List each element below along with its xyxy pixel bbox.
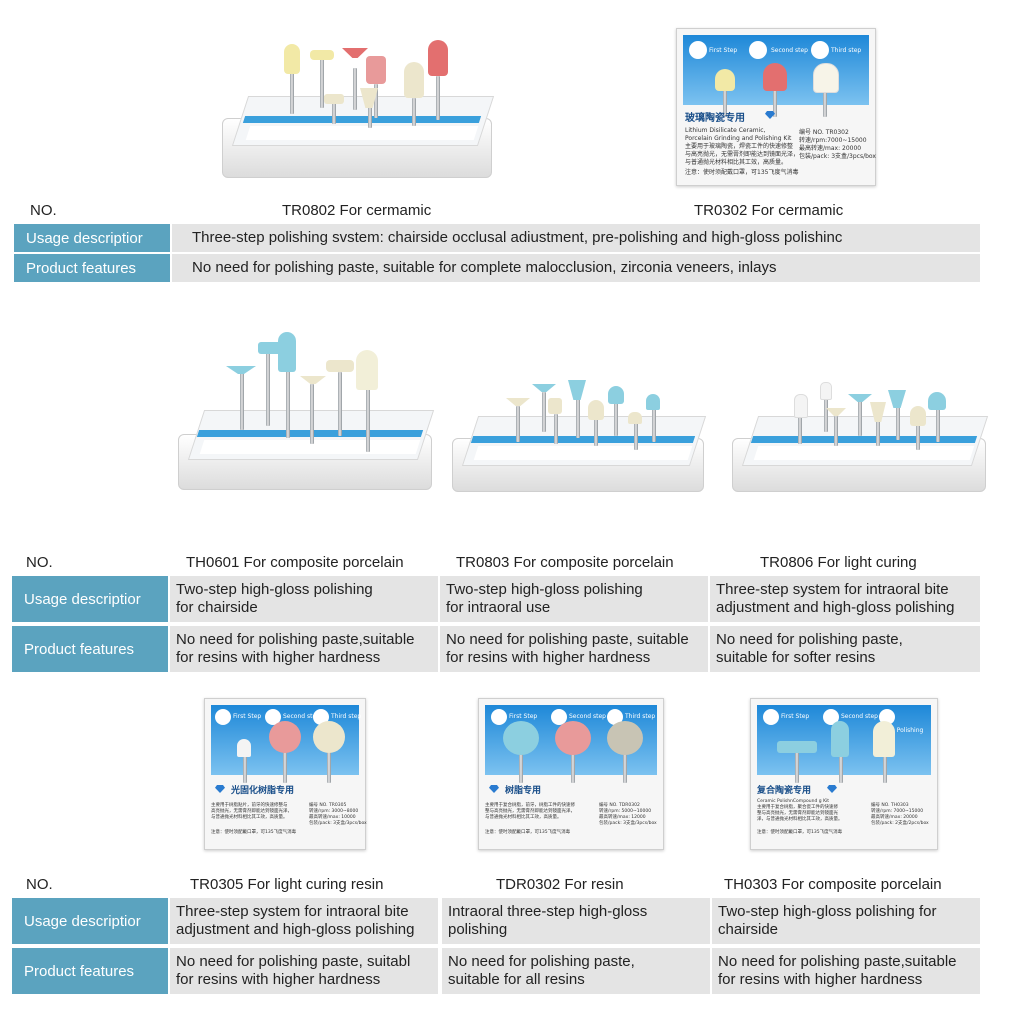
box-note: 注意：使时须配戴口罩，可135飞度气消毒 (485, 830, 571, 835)
usage-description-tdr0302: Intraoral three-step high-gloss polishin… (442, 898, 710, 944)
no-label: NO. (26, 554, 53, 571)
step-1-label: First Step (781, 713, 810, 720)
diamond-logo-icon (827, 785, 837, 793)
step-2-label: Second step (771, 47, 808, 54)
product-features-th0303: No need for polishing paste,suitable for… (712, 948, 980, 994)
step-2-icon (551, 709, 567, 725)
usage-description-tr0305: Three-step system for intraoral bite adj… (170, 898, 438, 944)
step-3-label: Third step (831, 47, 862, 54)
model-tdr0302: TDR0302 For resin (496, 876, 624, 893)
usage-label: Usage descriptior (12, 576, 168, 622)
product-features-th0601: No need for polishing paste,suitable for… (170, 626, 438, 672)
product-box-tr0305: First Step Second step Third step 光固化树脂专… (204, 698, 367, 850)
usage-description-tr0806: Three-step system for intraoral bite adj… (710, 576, 980, 622)
product-photo-tr0802 (222, 38, 495, 178)
step-1-icon (491, 709, 507, 725)
step-2-label: Second step (569, 713, 606, 720)
diamond-logo-icon (765, 111, 775, 119)
usage-label: Usage descriptior (14, 224, 170, 252)
step-1-icon (689, 41, 707, 59)
step-1-icon (215, 709, 231, 725)
product-features-tdr0302: No need for polishing paste, suitable fo… (442, 948, 710, 994)
step-1-label: First Step (509, 713, 538, 720)
product-features: No need for polishing paste, suitable fo… (172, 254, 980, 282)
product-box-th0303: First Step Second step High Polishing 复合… (750, 698, 938, 850)
box-specs: 编号 NO. TDR0302 转速/rpm: 5000~10000 最高转速/m… (599, 803, 657, 826)
box-note: 注意：使时须配戴口罩，可135飞度气消毒 (685, 169, 799, 176)
usage-label: Usage descriptior (12, 898, 168, 944)
step-3-label: Third step (331, 713, 362, 720)
model-th0303: TH0303 For composite porcelain (724, 876, 942, 893)
model-tr0802: TR0802 For cermamic (282, 202, 432, 219)
box-title: 玻璃陶瓷专用 (685, 113, 745, 124)
usage-description-th0303: Two-step high-gloss polishing for chairs… (712, 898, 980, 944)
box-title: 光固化树脂专用 (231, 786, 295, 796)
features-label: Product features (14, 254, 170, 282)
step-2-icon (749, 41, 767, 59)
usage-description-th0601: Two-step high-gloss polishing for chairs… (170, 576, 438, 622)
box-specs: 编号 NO. TR0302 转速/rpm:7000~15000 最高转速/max… (799, 129, 876, 160)
diamond-logo-icon (489, 785, 499, 793)
diamond-logo-icon (215, 785, 225, 793)
box-subtitle: Ceramic PolishnCompound g Kit (757, 799, 830, 804)
no-label: NO. (30, 202, 57, 219)
product-box-tdr0302: First Step Second step Third step 树脂专用 主… (478, 698, 664, 850)
no-label: NO. (26, 876, 53, 893)
box-specs: 编号 NO. TR0305 转速/rpm: 3000~8000 最高转速/max… (309, 803, 367, 826)
usage-description: Three-step polishing svstem: chairside o… (172, 224, 980, 252)
features-label: Product features (12, 626, 168, 672)
box-title: 复合陶瓷专用 (757, 786, 812, 796)
box-title: 树脂专用 (505, 786, 542, 796)
box-description: 主要用于玻璃陶瓷，焊瓷工件的快速修整 与高亮抛光，无需膏剂即能达到镜面光泽， 与… (685, 143, 800, 166)
features-label: Product features (12, 948, 168, 994)
product-photo-tr0806 (732, 380, 989, 492)
box-note: 注意：使时须配戴口罩，可135飞度气消毒 (211, 830, 297, 835)
step-1-label: First Step (233, 713, 262, 720)
model-tr0806: TR0806 For light curing (760, 554, 917, 571)
step-3-icon (811, 41, 829, 59)
step-2-label: Second step (841, 713, 878, 720)
product-features-tr0803: No need for polishing paste, suitable fo… (440, 626, 708, 672)
product-features-tr0305: No need for polishing paste, suitabl for… (170, 948, 438, 994)
model-tr0803: TR0803 For composite porcelain (456, 554, 674, 571)
product-photo-th0601 (178, 330, 435, 490)
box-note: 注意：使时须配戴口罩，可135飞度气消毒 (757, 830, 843, 835)
model-th0601: TH0601 For composite porcelain (186, 554, 404, 571)
box-subtitle: Lithium Disilicate Ceramic, Porcelain Gr… (685, 127, 792, 142)
product-box-tr0302: First Step Second step Third step 玻璃陶瓷专用… (676, 28, 876, 186)
usage-description-tr0803: Two-step high-gloss polishing for intrao… (440, 576, 708, 622)
model-tr0302: TR0302 For cermamic (694, 202, 844, 219)
step-2-icon (265, 709, 281, 725)
box-description: 主要用于树脂贴片，前牙的快速修整与 高亮抛光，无需膏剂即能达到镜面光泽， 与普通… (211, 803, 292, 820)
product-features-tr0806: No need for polishing paste, suitable fo… (710, 626, 980, 672)
step-1-icon (763, 709, 779, 725)
product-photo-tr0803 (452, 378, 707, 492)
step-1-label: First Step (709, 47, 738, 54)
model-tr0305: TR0305 For light curing resin (190, 876, 384, 893)
step-3-label: Third step (625, 713, 656, 720)
box-specs: 编号 NO. TH0303 转速/rpm: 7000~15000 最高转速/ma… (871, 803, 929, 826)
box-description: 主要用于复合树脂，聚合瓷工件的快速修 整与高亮抛光，无需膏剂即能达到镜面光 泽，… (757, 805, 843, 822)
step-2-label: Second step (283, 713, 320, 720)
box-description: 主要用于复合树脂，前牙，树脂工件的快速修 整与高亮抛光，无需膏剂即能达到镜面光泽… (485, 803, 575, 820)
